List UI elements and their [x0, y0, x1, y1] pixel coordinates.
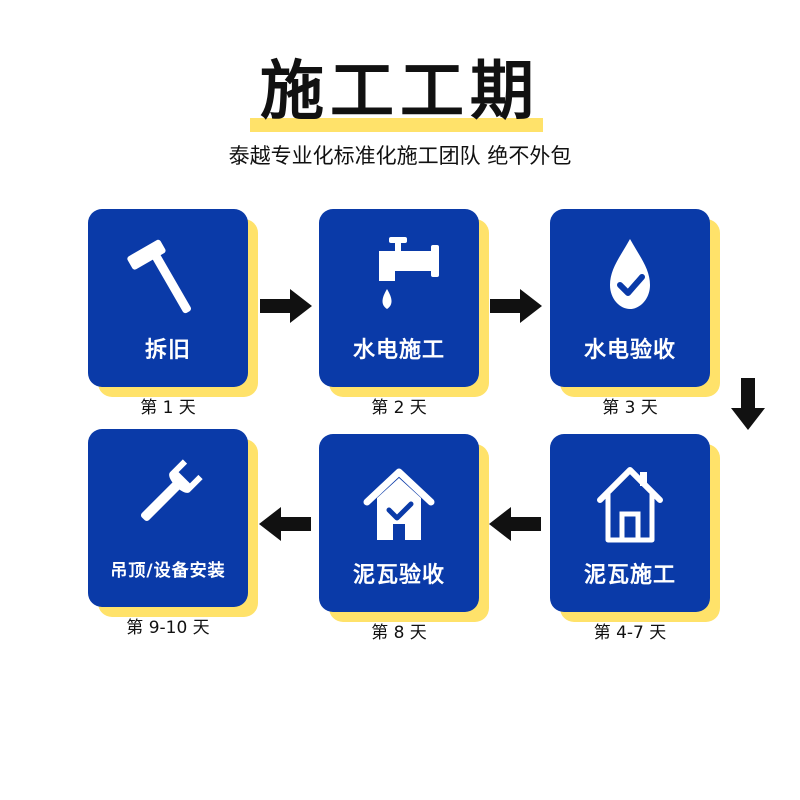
step-label: 泥瓦施工: [583, 563, 676, 588]
step-caption: 第 9-10 天: [126, 618, 210, 638]
wrench-icon: [118, 449, 218, 539]
step-card-2: 水电施工 第 2 天: [319, 209, 489, 418]
page-subtitle: 泰越专业化标准化施工团队 绝不外包: [228, 144, 572, 168]
step-label: 水电验收: [583, 338, 676, 363]
step-caption: 第 1 天: [140, 398, 196, 418]
step-card-6: 吊顶/设备安装 第 9-10 天: [88, 429, 258, 638]
arrow-right-icon: [260, 287, 312, 325]
step-label: 吊顶/设备安装: [110, 561, 226, 581]
step-card-1: 拆旧 第 1 天: [88, 209, 258, 418]
title-area: 施工工期: [0, 52, 800, 142]
step-card-5: 泥瓦验收 第 8 天: [319, 434, 489, 643]
step-label: 拆旧: [144, 338, 191, 363]
arrow-left-icon: [259, 505, 311, 543]
step-caption: 第 8 天: [371, 623, 427, 643]
step-caption: 第 3 天: [602, 398, 658, 418]
step-caption: 第 2 天: [371, 398, 427, 418]
house-outline-icon: [580, 454, 680, 544]
faucet-icon: [349, 229, 449, 319]
step-label: 水电施工: [352, 338, 445, 363]
water-drop-check-icon: [580, 229, 680, 319]
arrow-right-icon: [490, 287, 542, 325]
step-card-3: 水电验收 第 3 天: [550, 209, 720, 418]
arrow-left-icon: [489, 505, 541, 543]
page-title: 施工工期: [260, 55, 540, 129]
hammer-icon: [118, 229, 218, 319]
house-check-icon: [349, 454, 449, 544]
step-label: 泥瓦验收: [352, 563, 445, 588]
step-card-4: 泥瓦施工 第 4-7 天: [550, 434, 720, 643]
arrow-down-icon: [729, 378, 767, 430]
step-caption: 第 4-7 天: [593, 623, 667, 643]
title-highlight-bar: [250, 118, 543, 132]
